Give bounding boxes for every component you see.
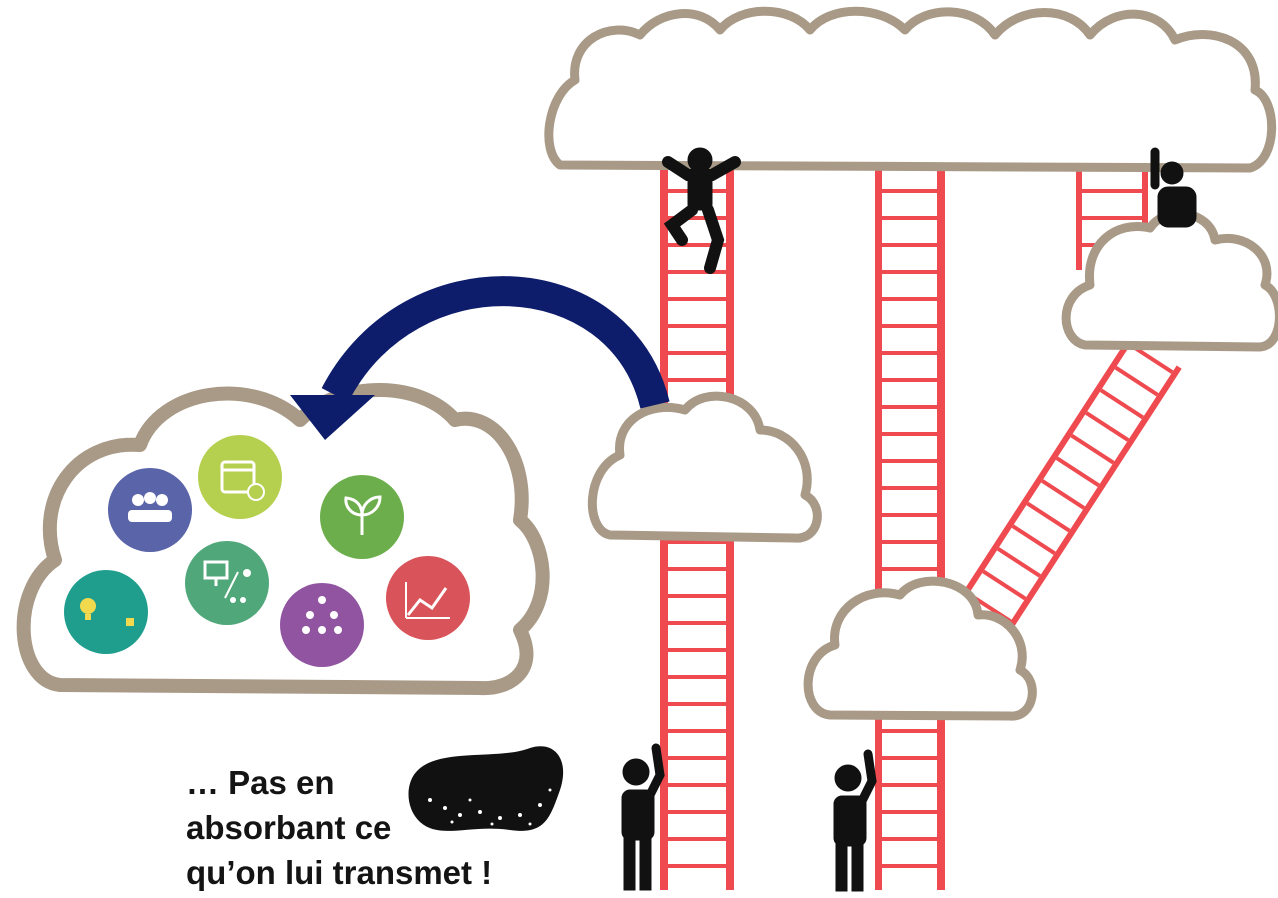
caption-line-3: qu’on lui transmet ! — [186, 850, 586, 895]
caption-text: … Pas en absorbant ce qu’on lui transmet… — [186, 760, 586, 895]
top-cloud — [549, 11, 1272, 168]
seedling-icon — [320, 475, 404, 559]
caption-line-2: absorbant ce — [186, 805, 586, 850]
people-meeting-icon — [108, 468, 192, 552]
standing-person-middle-icon — [834, 754, 872, 891]
ladder-diagonal — [950, 335, 1182, 646]
caption-line-1: … Pas en — [186, 760, 586, 805]
team-support-icon — [280, 583, 364, 667]
standing-person-left-icon — [622, 748, 660, 890]
presentation-teaching-icon — [185, 541, 269, 625]
middle-cloud — [592, 396, 817, 538]
calendar-clock-icon — [198, 435, 282, 519]
lightbulb-puzzle-icon — [64, 570, 148, 654]
growth-chart-icon — [386, 556, 470, 640]
ladder-middle — [875, 150, 945, 890]
